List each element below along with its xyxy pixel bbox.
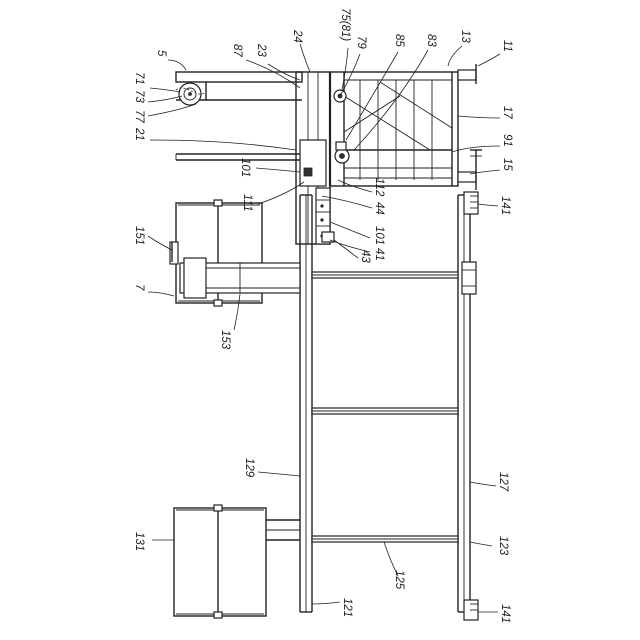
rod-21 (176, 154, 300, 160)
cart-7 (170, 200, 300, 306)
label-43: 43 (359, 250, 371, 263)
label-101-lower: 101 (373, 226, 385, 245)
label-123: 123 (497, 536, 509, 556)
label-127: 127 (497, 472, 509, 492)
label-23: 23 (255, 43, 267, 57)
label-44: 44 (373, 202, 385, 215)
leader-lines (148, 44, 500, 612)
label-21: 21 (133, 127, 145, 141)
label-13: 13 (459, 30, 471, 43)
label-153: 153 (219, 330, 231, 350)
mid-joint (462, 262, 476, 294)
label-151: 151 (133, 226, 145, 245)
label-91: 91 (501, 134, 513, 147)
cart-131 (174, 505, 300, 618)
label-131: 131 (133, 532, 145, 551)
loading-unit-13 (330, 64, 482, 190)
label-85: 85 (393, 34, 405, 47)
label-125: 125 (393, 570, 405, 590)
label-41: 41 (373, 248, 385, 261)
label-101-upper: 101 (239, 158, 251, 177)
label-141-top: 141 (499, 196, 511, 215)
label-83: 83 (425, 34, 437, 47)
label-87: 87 (231, 44, 243, 57)
label-121: 121 (341, 598, 353, 617)
label-129: 129 (243, 458, 255, 478)
label-77: 77 (133, 110, 145, 123)
label-15: 15 (501, 158, 513, 171)
label-141-bottom: 141 (499, 604, 511, 623)
mast-assembly (296, 72, 334, 244)
label-73: 73 (133, 90, 145, 103)
label-7: 7 (133, 284, 145, 291)
label-75: 75(81) (339, 8, 351, 41)
label-112: 112 (373, 178, 385, 197)
wheel-141-top (464, 192, 478, 214)
cross-members (312, 272, 458, 542)
label-79: 79 (355, 36, 367, 49)
label-17: 17 (501, 106, 513, 119)
wheel-141-bottom (464, 600, 478, 620)
label-71: 71 (133, 72, 145, 85)
label-5: 5 (155, 50, 167, 57)
label-111: 111 (241, 194, 253, 211)
label-24: 24 (291, 29, 303, 43)
label-11: 11 (501, 40, 513, 52)
